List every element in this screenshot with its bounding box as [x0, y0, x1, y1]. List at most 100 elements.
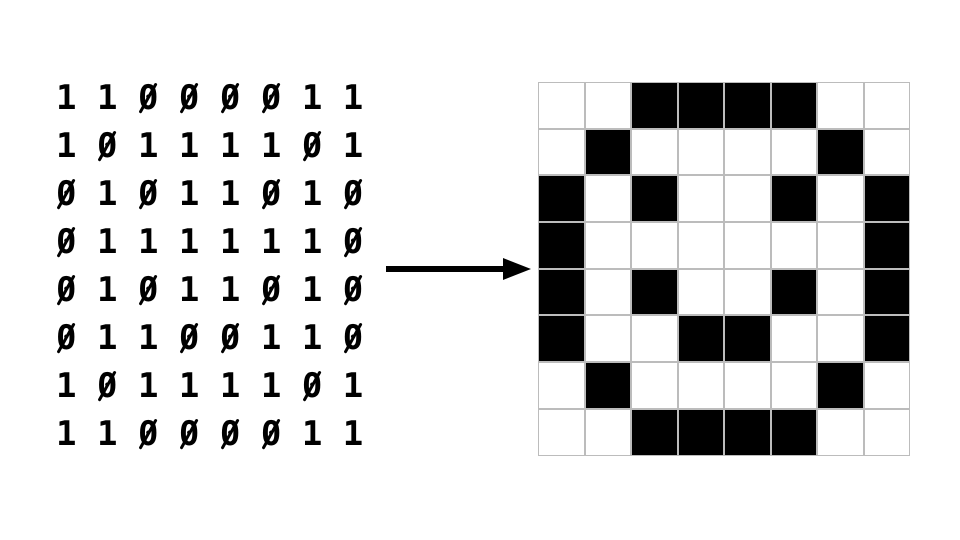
- grid-cell-white: [631, 222, 678, 269]
- grid-cell-white: [584, 82, 631, 129]
- grid-cell-white: [770, 362, 817, 409]
- grid-cell-white: [724, 222, 771, 269]
- grid-cell-white: [863, 82, 910, 129]
- one-digit: 1: [178, 270, 200, 310]
- one-digit: 1: [219, 126, 241, 166]
- one-digit: 1: [260, 126, 282, 166]
- grid-cell-white: [863, 128, 910, 176]
- grid-cell-white: [631, 315, 678, 363]
- one-digit: 1: [342, 366, 364, 406]
- grid-cell-black: [770, 175, 817, 223]
- grid-cell-white: [538, 362, 585, 409]
- grid-cell-black: [584, 362, 631, 409]
- zero-digit: 0: [261, 410, 281, 458]
- grid-cell-white: [677, 362, 724, 409]
- zero-digit: 0: [97, 362, 117, 410]
- zero-digit: 0: [343, 218, 363, 266]
- zero-digit: 0: [302, 362, 322, 410]
- grid-cell-black: [538, 315, 585, 363]
- one-digit: 1: [219, 366, 241, 406]
- zero-digit: 0: [261, 170, 281, 218]
- one-digit: 1: [301, 270, 323, 310]
- grid-cell-white: [724, 268, 771, 316]
- grid-cell-white: [538, 82, 585, 129]
- zero-digit: 0: [56, 170, 76, 218]
- zero-digit: 0: [302, 122, 322, 170]
- one-digit: 1: [96, 174, 118, 214]
- grid-cell-white: [584, 408, 631, 456]
- grid-cell-white: [584, 222, 631, 269]
- grid-cell-white: [817, 408, 864, 456]
- grid-cell-black: [724, 408, 771, 456]
- zero-digit: 0: [56, 218, 76, 266]
- grid-cell-black: [770, 268, 817, 316]
- grid-cell-black: [817, 362, 864, 409]
- one-digit: 1: [56, 78, 77, 118]
- zero-digit: 0: [261, 266, 281, 314]
- grid-cell-white: [770, 315, 817, 363]
- binary-row: 0 1 0 1 1 0 1 0: [56, 266, 363, 314]
- grid-cell-black: [863, 222, 910, 269]
- zero-digit: 0: [179, 314, 199, 362]
- one-digit: 1: [178, 126, 200, 166]
- one-digit: 1: [178, 222, 200, 262]
- grid-cell-black: [863, 315, 910, 363]
- grid-cell-black: [677, 408, 724, 456]
- grid-cell-white: [724, 362, 771, 409]
- zero-digit: 0: [179, 410, 199, 458]
- grid-cell-white: [631, 128, 678, 176]
- one-digit: 1: [342, 78, 364, 118]
- grid-cell-white: [677, 268, 724, 316]
- grid-cell-white: [724, 128, 771, 176]
- one-digit: 1: [137, 222, 159, 262]
- grid-cell-white: [538, 128, 585, 176]
- binary-row: 0 1 1 0 0 1 1 0: [56, 314, 363, 362]
- grid-cell-black: [631, 268, 678, 316]
- binary-row: 1 0 1 1 1 1 0 1: [56, 362, 363, 410]
- grid-cell-white: [631, 362, 678, 409]
- binary-row: 1 1 0 0 0 0 1 1: [56, 410, 363, 458]
- one-digit: 1: [178, 366, 200, 406]
- one-digit: 1: [260, 366, 282, 406]
- grid-cell-black: [863, 268, 910, 316]
- one-digit: 1: [96, 270, 118, 310]
- one-digit: 1: [342, 414, 364, 454]
- right-arrow-icon: [386, 258, 531, 280]
- one-digit: 1: [301, 174, 323, 214]
- grid-cell-white: [724, 175, 771, 223]
- grid-cell-white: [863, 362, 910, 409]
- zero-digit: 0: [343, 170, 363, 218]
- grid-cell-white: [770, 222, 817, 269]
- zero-digit: 0: [138, 410, 158, 458]
- one-digit: 1: [96, 414, 118, 454]
- one-digit: 1: [301, 414, 323, 454]
- one-digit: 1: [342, 126, 364, 166]
- one-digit: 1: [219, 222, 241, 262]
- zero-digit: 0: [343, 266, 363, 314]
- one-digit: 1: [301, 318, 323, 358]
- grid-cell-black: [631, 175, 678, 223]
- grid-cell-black: [724, 82, 771, 129]
- grid-cell-black: [538, 268, 585, 316]
- one-digit: 1: [301, 78, 323, 118]
- zero-digit: 0: [220, 410, 240, 458]
- zero-digit: 0: [138, 170, 158, 218]
- one-digit: 1: [219, 270, 241, 310]
- zero-digit: 0: [220, 314, 240, 362]
- one-digit: 1: [260, 222, 282, 262]
- grid-cell-black: [863, 175, 910, 223]
- pixel-grid: [538, 82, 910, 456]
- grid-cell-black: [770, 82, 817, 129]
- grid-cell-white: [817, 222, 864, 269]
- grid-cell-white: [817, 315, 864, 363]
- one-digit: 1: [56, 366, 77, 406]
- grid-cell-black: [631, 82, 678, 129]
- one-digit: 1: [137, 318, 159, 358]
- binary-row: 0 1 0 1 1 0 1 0: [56, 170, 363, 218]
- grid-cell-white: [677, 175, 724, 223]
- grid-cell-black: [538, 222, 585, 269]
- zero-digit: 0: [261, 74, 281, 122]
- zero-digit: 0: [220, 74, 240, 122]
- grid-cell-white: [817, 175, 864, 223]
